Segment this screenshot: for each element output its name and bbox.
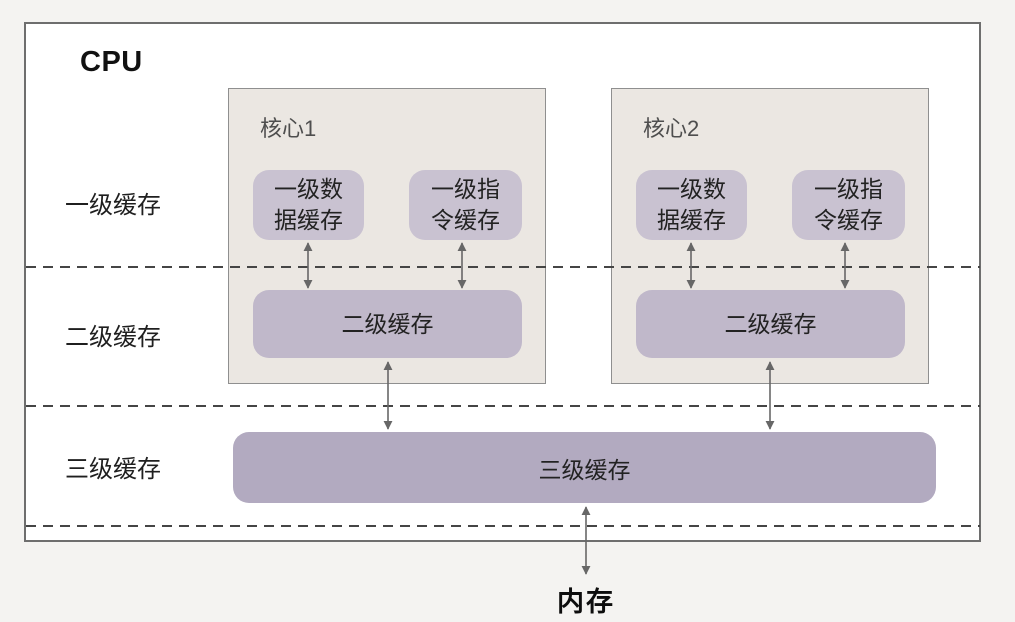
row-label-l1-cache: 一级缓存 [65, 192, 161, 219]
core-2-l1-instruction-cache-label: 一级指令缓存 [814, 176, 883, 233]
core-2-l1-data-cache: 一级数据缓存 [636, 170, 747, 240]
core-1-l2-cache: 二级缓存 [253, 290, 522, 358]
core-2-l2-cache: 二级缓存 [636, 290, 905, 358]
core-2-l2-cache-label: 二级缓存 [724, 310, 817, 337]
core-2-l1-data-cache-label: 一级数据缓存 [657, 176, 726, 233]
l3-cache-label: 三级缓存 [538, 456, 631, 483]
core-2-l1-instruction-cache: 一级指令缓存 [792, 170, 905, 240]
l3-shared-cache-bar: 三级缓存 [233, 432, 936, 503]
core-1-l1-instruction-cache: 一级指令缓存 [409, 170, 522, 240]
cpu-title: CPU [80, 46, 143, 78]
core-2-title: 核心2 [643, 116, 700, 141]
row-label-l3-cache: 三级缓存 [65, 456, 161, 483]
row-label-l2-cache: 二级缓存 [65, 324, 161, 351]
core-1-l2-cache-label: 二级缓存 [341, 310, 434, 337]
core-1-l1-data-cache: 一级数据缓存 [253, 170, 364, 240]
core-1-l1-data-cache-label: 一级数据缓存 [274, 176, 343, 233]
core-1-l1-instruction-cache-label: 一级指令缓存 [431, 176, 500, 233]
core-1-title: 核心1 [260, 116, 317, 141]
memory-label: 内存 [557, 587, 615, 617]
